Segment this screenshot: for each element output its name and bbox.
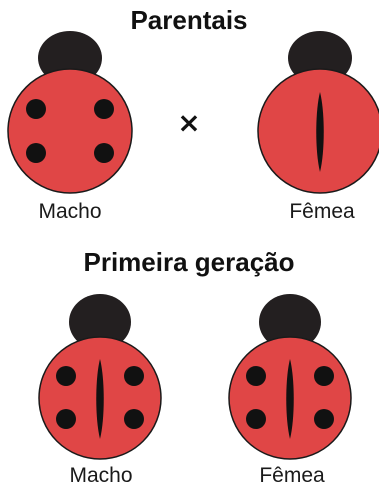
heading-parents: Parentais xyxy=(130,5,247,35)
heading-first-generation: Primeira geração xyxy=(83,247,294,277)
ladybug-stripe xyxy=(286,359,294,439)
ladybug-head xyxy=(69,294,131,350)
ladybug-spot xyxy=(246,366,266,386)
ladybug-stripe xyxy=(96,359,104,439)
ladybug-spot xyxy=(56,409,76,429)
label-offspring-male: Macho xyxy=(69,464,132,487)
ladybug-body xyxy=(7,68,133,194)
ladybug-parent-male xyxy=(7,31,133,194)
ladybug-spot xyxy=(94,99,114,119)
ladybug-spot xyxy=(26,99,46,119)
ladybug-spot xyxy=(26,143,46,163)
ladybug-spot xyxy=(314,366,334,386)
label-parent-female: Fêmea xyxy=(289,200,355,223)
ladybug-spot xyxy=(124,409,144,429)
ladybug-spot xyxy=(124,366,144,386)
ladybug-head xyxy=(259,294,321,350)
ladybug-spot xyxy=(314,409,334,429)
ladybug-spot xyxy=(246,409,266,429)
ladybug-offspring-male xyxy=(38,294,162,460)
ladybug-offspring-female xyxy=(228,294,352,460)
ladybug-spot xyxy=(94,143,114,163)
ladybug-spot xyxy=(56,366,76,386)
label-offspring-female: Fêmea xyxy=(259,464,325,487)
label-parent-male: Macho xyxy=(38,200,101,223)
cross-symbol: × xyxy=(177,106,200,139)
ladybug-parent-female xyxy=(257,31,379,194)
ladybug-stripe xyxy=(316,92,324,172)
